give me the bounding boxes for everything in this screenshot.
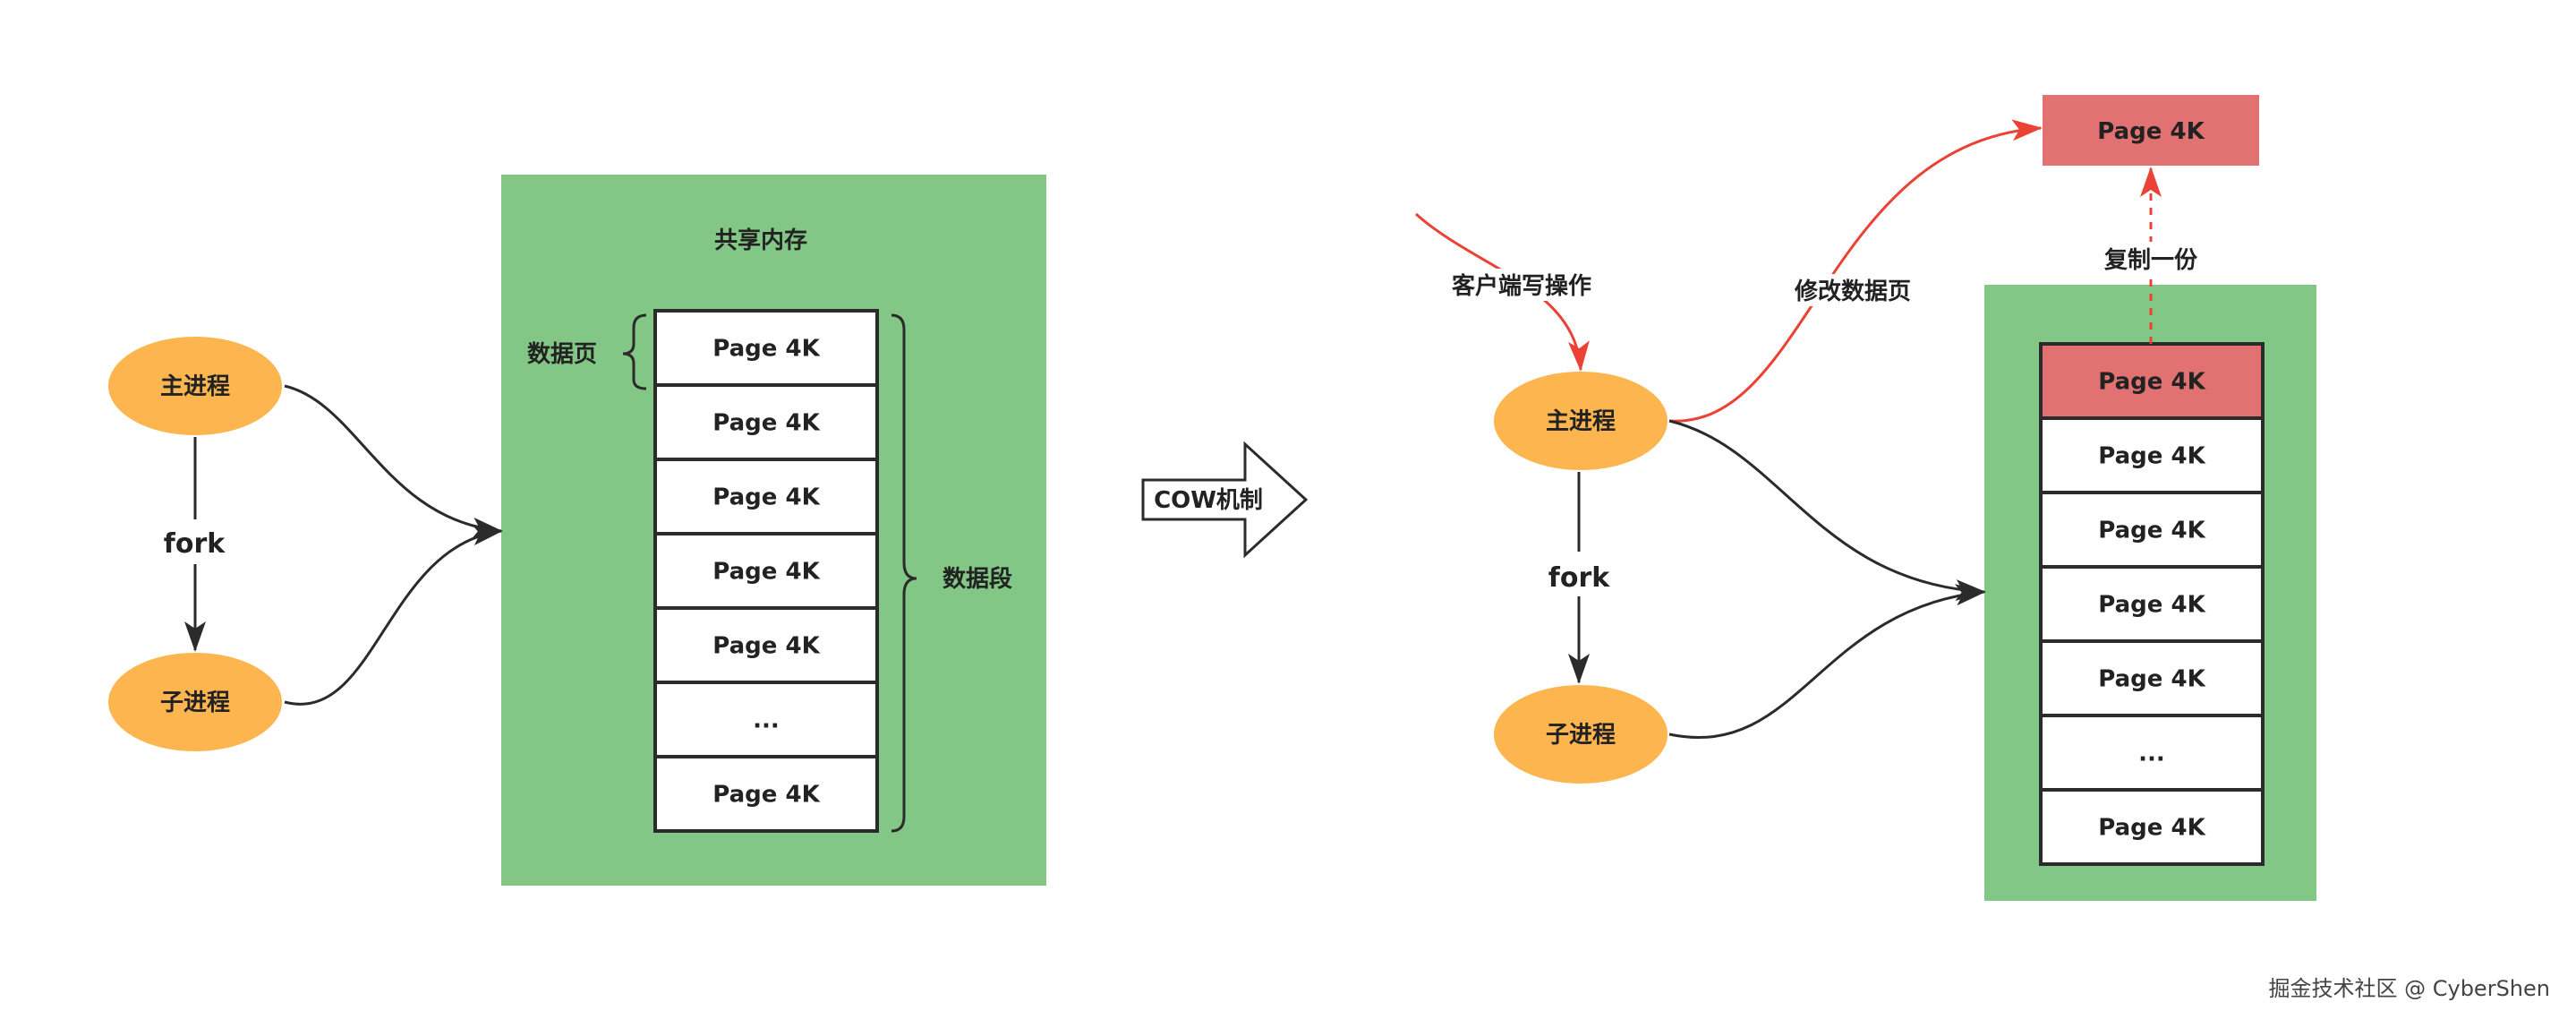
right-main-process-node [1494, 372, 1668, 470]
right-page-cell [2039, 491, 2265, 569]
left-page-label: Page 4K [712, 336, 820, 363]
right-page-label: Page 4K [2098, 443, 2205, 470]
left-page-label: Page 4K [712, 410, 820, 437]
right-page-label: Page 4K [2098, 592, 2205, 619]
copied-page-label: Page 4K [2097, 118, 2205, 145]
left-page-label: ... [753, 707, 780, 734]
right-page-label: ... [2138, 741, 2165, 767]
right-child-process-label: 子进程 [1546, 722, 1616, 749]
right-fork-label: fork [1548, 562, 1610, 594]
cow-arrow-icon [1141, 441, 1309, 559]
data-segment-label: 数据段 [943, 565, 1012, 593]
right-page-label: Page 4K [2098, 369, 2205, 396]
left-page-cell [653, 309, 879, 387]
left-page-table: Page 4K Page 4K Page 4K Page 4K Page 4K... Pa… [653, 309, 879, 833]
right-modified-page-cell [2039, 342, 2265, 420]
left-page-label: Page 4K [712, 782, 820, 809]
left-page-label: Page 4K [712, 484, 820, 511]
child-process-node [108, 653, 282, 751]
right-page-cell [2039, 788, 2265, 866]
client-write-label: 客户端写操作 [1452, 272, 1591, 300]
fork-label: fork [164, 528, 226, 560]
right-main-process-label: 主进程 [1546, 408, 1616, 435]
right-page-label: Page 4K [2098, 666, 2205, 693]
data-page-brace [622, 313, 647, 390]
child-process-label: 子进程 [160, 690, 230, 716]
right-main-to-memory-arrow [1668, 419, 1986, 602]
right-child-process-node [1494, 685, 1668, 784]
right-page-cell [2039, 565, 2265, 643]
main-process-label: 主进程 [160, 373, 230, 400]
copy-label: 复制一份 [2104, 247, 2197, 274]
left-page-cell [653, 755, 879, 833]
left-page-label: Page 4K [712, 633, 820, 660]
copied-page-box [2043, 95, 2259, 166]
right-child-to-memory-arrow [1668, 584, 1986, 740]
data-page-label: 数据页 [527, 341, 597, 368]
modify-page-label: 修改数据页 [1794, 278, 1911, 305]
left-page-label: Page 4K [712, 559, 820, 586]
right-page-cell [2039, 416, 2265, 494]
cow-label: COW机制 [1154, 487, 1263, 514]
main-to-memory-arrow [284, 384, 503, 539]
right-page-label: Page 4K [2098, 815, 2205, 842]
child-to-memory-arrow [284, 524, 503, 706]
shared-memory-title: 共享内存 [714, 227, 807, 254]
main-process-node [108, 337, 282, 435]
left-page-cell [653, 458, 879, 535]
data-segment-brace [891, 313, 917, 833]
watermark: 掘金技术社区 @ CyberShen [2268, 976, 2550, 1001]
left-page-cell [653, 383, 879, 461]
right-page-label: Page 4K [2098, 518, 2205, 544]
right-page-table: Page 4K Page 4K Page 4K Page 4K Page 4K... Pa… [2039, 342, 2265, 866]
